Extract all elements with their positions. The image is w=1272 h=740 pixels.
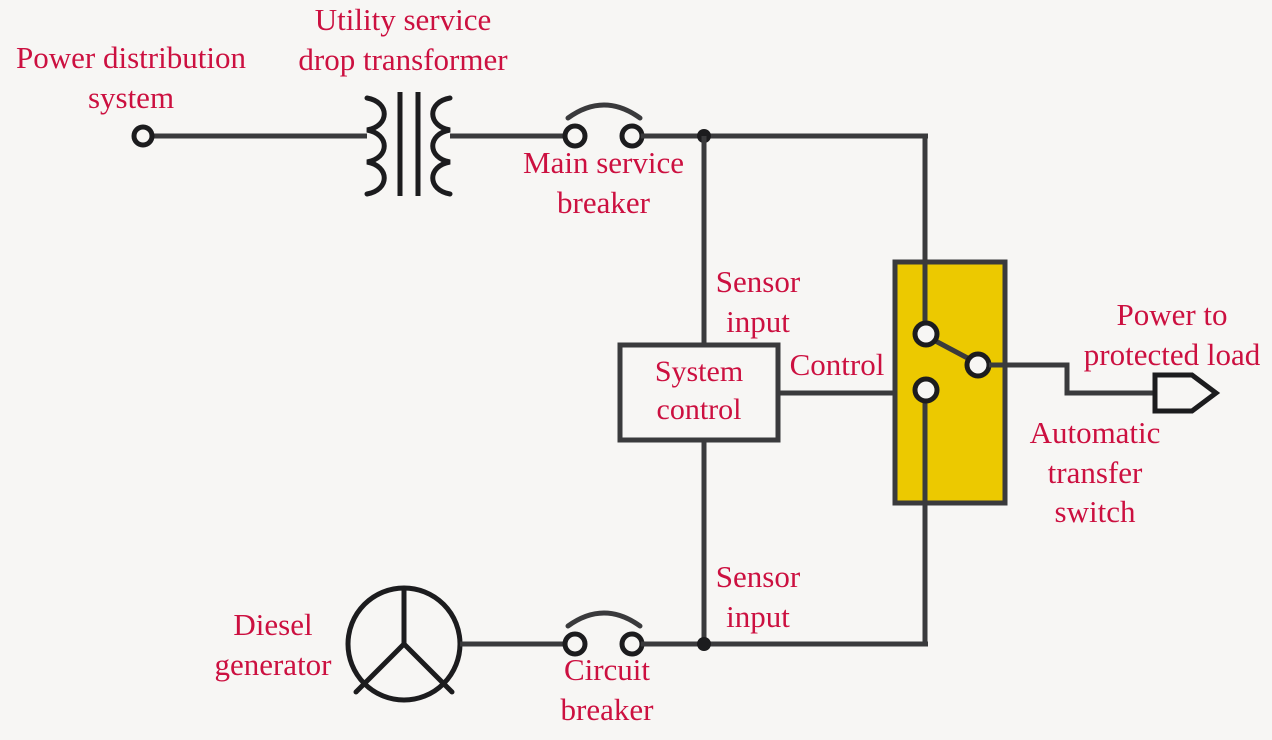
main-breaker-contact-left bbox=[562, 123, 588, 149]
switch-contact-generator bbox=[912, 376, 940, 404]
generator-sensor-junction-dot bbox=[697, 637, 711, 651]
label-main-service-breaker: Main service breaker bbox=[523, 145, 684, 220]
label-sensor-input-top: Sensor input bbox=[715, 264, 801, 339]
automatic-transfer-switch-box bbox=[892, 259, 1008, 506]
source-terminal-icon bbox=[131, 124, 155, 148]
main-breaker-arc-icon bbox=[565, 102, 643, 121]
label-power-to-protected-load: Power to protected load bbox=[1083, 297, 1261, 372]
label-system-control: System control bbox=[654, 355, 744, 427]
generator-spoke-down-right bbox=[401, 641, 455, 695]
switch-contact-common bbox=[964, 351, 992, 379]
generator-spoke-down-left bbox=[353, 641, 407, 695]
system-control-box bbox=[617, 342, 781, 443]
label-control: Control bbox=[789, 347, 885, 382]
load-arrow-icon bbox=[1152, 372, 1221, 414]
switch-contact-utility bbox=[912, 320, 940, 348]
transformer-primary-coil-icon bbox=[364, 95, 387, 197]
generator-breaker-contact-left bbox=[562, 631, 588, 657]
label-automatic-transfer-switch: Automatic transfer switch bbox=[1029, 415, 1161, 530]
label-power-distribution: Power distribution system bbox=[16, 40, 246, 115]
label-utility-transformer: Utility service drop transformer bbox=[298, 2, 508, 77]
load-output-wire bbox=[989, 362, 1157, 396]
label-sensor-input-bottom: Sensor input bbox=[715, 559, 801, 634]
label-circuit-breaker: Circuit breaker bbox=[560, 652, 654, 727]
generator-breaker-arc-icon bbox=[565, 610, 643, 629]
transformer-secondary-coil-icon bbox=[430, 95, 453, 197]
label-diesel-generator: Diesel generator bbox=[214, 607, 332, 682]
